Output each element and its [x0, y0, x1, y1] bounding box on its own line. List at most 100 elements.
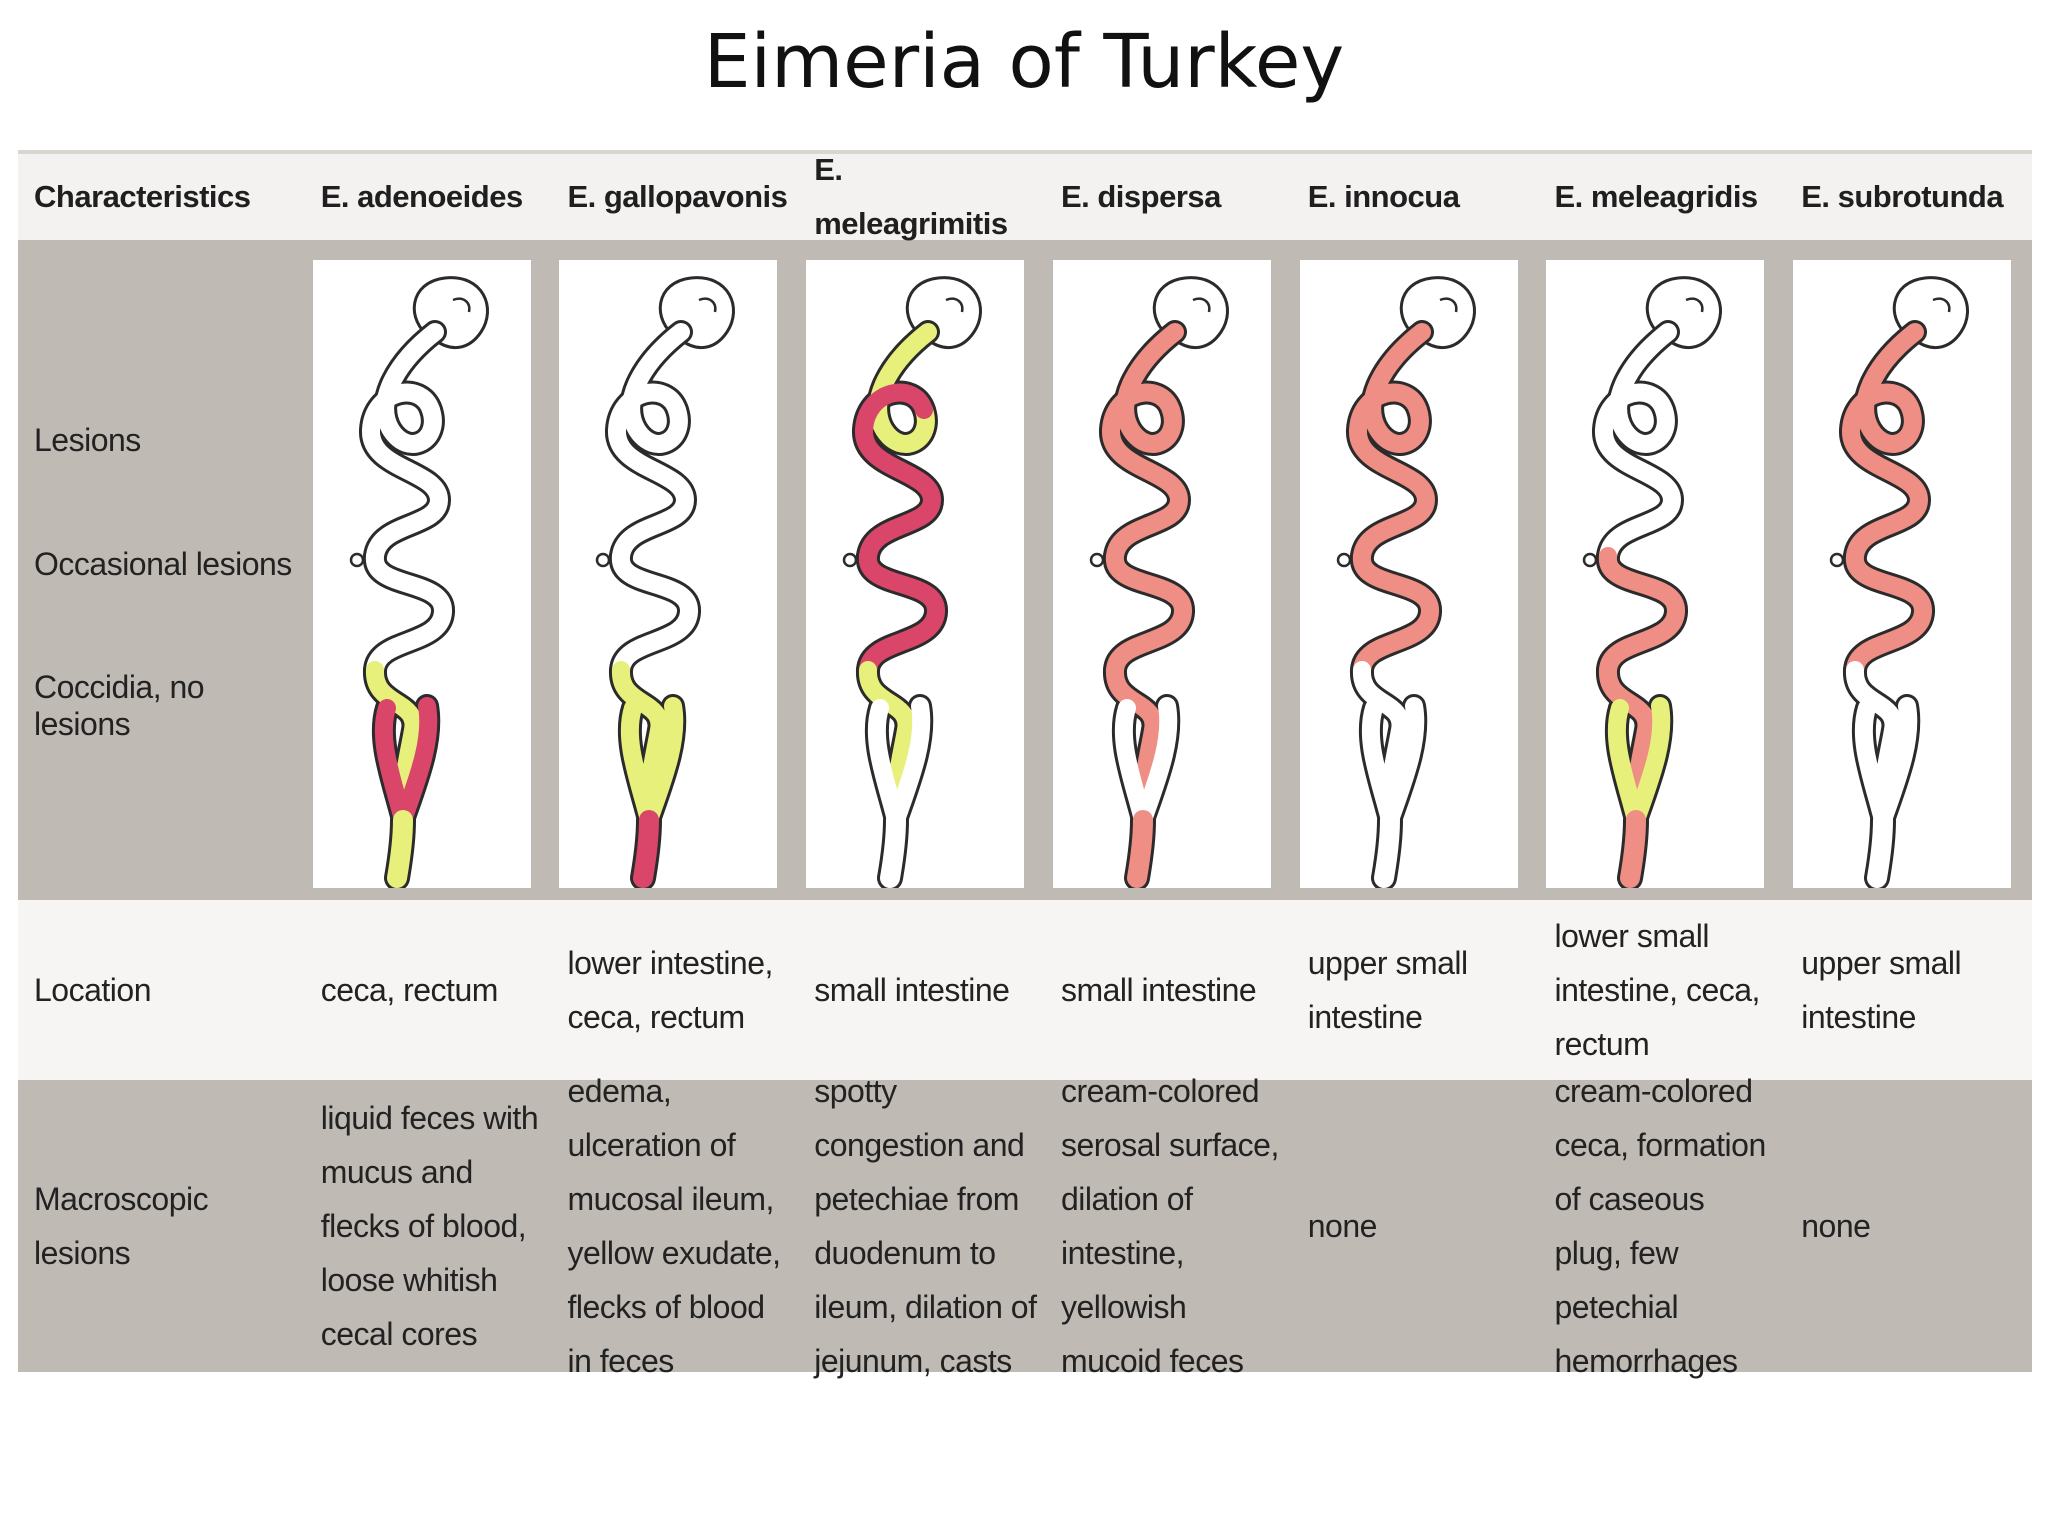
cecum-right-segment [1380, 697, 1424, 829]
yolk-stalk [1829, 552, 1845, 568]
macroscopic-row: Macroscopic lesions liquid feces with mu… [18, 1073, 2032, 1379]
ileum-segment [612, 661, 669, 829]
eimeria-table: Characteristics E. adenoeides E. gallopa… [18, 150, 2032, 1379]
intestine-diagram-svg [1336, 276, 1476, 888]
macroscopic-cell: none [1307, 1208, 1378, 1244]
rectum-segment [1620, 810, 1647, 888]
intestine-diagram-svg [842, 276, 983, 888]
intestine-diagram [1793, 260, 2012, 888]
gizzard-detail [1439, 297, 1458, 313]
macroscopic-cell: edema, ulceration of mucosal ileum, yell… [567, 1073, 781, 1379]
gizzard-detail [452, 297, 471, 313]
legend-occasional-lesions: Occasional lesions [34, 546, 292, 582]
rectum-segment [633, 810, 660, 888]
cecum-right-segment [1874, 697, 1918, 829]
intestine-diagram-svg [596, 276, 736, 888]
cecum-right-segment [887, 697, 931, 829]
gizzard-detail [1192, 297, 1211, 313]
macroscopic-label: Macroscopic lesions [34, 1181, 209, 1271]
legend-lesions: Lesions [34, 422, 141, 458]
diagram-row: Lesions Occasional lesions Coccidia, no … [18, 240, 2032, 900]
rectum-segment [1126, 810, 1153, 888]
macroscopic-cell: none [1801, 1208, 1871, 1244]
page-title: Eimeria of Turkey [703, 19, 1345, 105]
rectum-segment [386, 810, 413, 888]
header-species: E. meleagrimitis [814, 152, 1008, 241]
ileum-segment [859, 661, 916, 829]
ileum-segment [1846, 661, 1903, 829]
header-characteristics: Characteristics [34, 179, 251, 214]
duodenum-segment [622, 323, 691, 453]
jejunum-lower-segment [859, 547, 946, 679]
ileum-segment [1599, 661, 1656, 829]
duodenum-segment [1362, 323, 1431, 453]
location-label: Location [34, 972, 151, 1008]
jejunum-lower-segment [365, 547, 452, 679]
cecum-right-segment [1133, 697, 1178, 829]
macroscopic-cell: liquid feces with mucus and flecks of bl… [320, 1100, 539, 1352]
rectum-segment [880, 810, 907, 888]
jejunum-upper-segment [1595, 383, 1682, 565]
jejunum-upper-segment [1842, 383, 1929, 565]
yolk-stalk [1583, 552, 1598, 568]
duodenum-segment [1116, 323, 1184, 453]
gizzard-detail [1932, 297, 1951, 313]
location-cell: upper small intestine [1801, 945, 1962, 1035]
cecum-right-segment [640, 697, 684, 829]
yolk-stalk [1089, 552, 1105, 568]
jejunum-lower-segment [1352, 547, 1439, 679]
ileum-segment [1352, 661, 1410, 829]
intestine-diagram [1052, 260, 1271, 888]
jejunum-upper-segment [1348, 383, 1435, 565]
duodenum-segment [1609, 323, 1678, 453]
location-cell: small intestine [814, 972, 1010, 1008]
cecum-right-segment [1627, 697, 1671, 829]
header-species: E. adenoeides [320, 179, 523, 214]
intestine-diagram-svg [1829, 276, 1970, 888]
jejunum-lower-segment [1599, 547, 1686, 679]
jejunum-lower-segment [612, 547, 699, 679]
rectum-segment [1867, 810, 1894, 888]
macroscopic-cell: cream-colored serosal surface, dilation … [1060, 1073, 1279, 1379]
header-row: Characteristics E. adenoeides E. gallopa… [18, 152, 2032, 241]
yolk-stalk [596, 552, 611, 568]
yolk-stalk [349, 552, 364, 568]
location-cell: ceca, rectum [320, 972, 499, 1008]
intestine-diagram [1299, 260, 1518, 888]
macroscopic-cell: spotty congestion and petechiae from duo… [814, 1073, 1037, 1379]
jejunum-upper-segment [608, 383, 695, 565]
intestine-diagram-svg [1583, 276, 1723, 888]
header-species: E. gallopavonis [567, 179, 788, 214]
header-species: E. dispersa [1060, 179, 1221, 214]
location-cell: lower small intestine, ceca, rectum [1554, 918, 1760, 1062]
duodenum-segment [1856, 323, 1925, 453]
jejunum-upper-segment [1101, 383, 1188, 565]
gizzard-detail [699, 297, 718, 313]
lesion-legend: Lesions Occasional lesions Coccidia, no … [18, 240, 305, 900]
intestine-diagram [1546, 260, 1765, 888]
intestine-diagram [806, 260, 1025, 888]
table-top-rule [18, 150, 2032, 154]
intestine-diagram [559, 260, 778, 888]
intestine-diagram-svg [349, 276, 489, 888]
jejunum-upper-segment [855, 383, 942, 565]
yolk-stalk [1336, 552, 1351, 568]
ileum-segment [365, 661, 423, 829]
location-row: Location ceca, rectum lower intestine, c… [18, 900, 2032, 1080]
yolk-stalk [842, 552, 858, 568]
gizzard-detail [1686, 297, 1705, 313]
jejunum-upper-segment [361, 383, 448, 565]
jejunum-lower-segment [1846, 547, 1933, 679]
intestine-diagram-svg [1089, 276, 1229, 888]
header-species: E. meleagridis [1554, 179, 1758, 214]
intestine-diagram [312, 260, 531, 888]
location-cell: upper small intestine [1307, 945, 1468, 1035]
rectum-segment [1373, 810, 1400, 888]
location-cell: small intestine [1060, 972, 1257, 1008]
macroscopic-cell: cream-colored ceca, formation of caseous… [1554, 1073, 1766, 1379]
cecum-right-segment [393, 697, 437, 829]
duodenum-segment [375, 323, 444, 453]
legend-coccidia-no-lesions: Coccidia, no lesions [34, 669, 205, 742]
ileum-segment [1105, 661, 1163, 829]
gizzard-detail [945, 297, 964, 313]
